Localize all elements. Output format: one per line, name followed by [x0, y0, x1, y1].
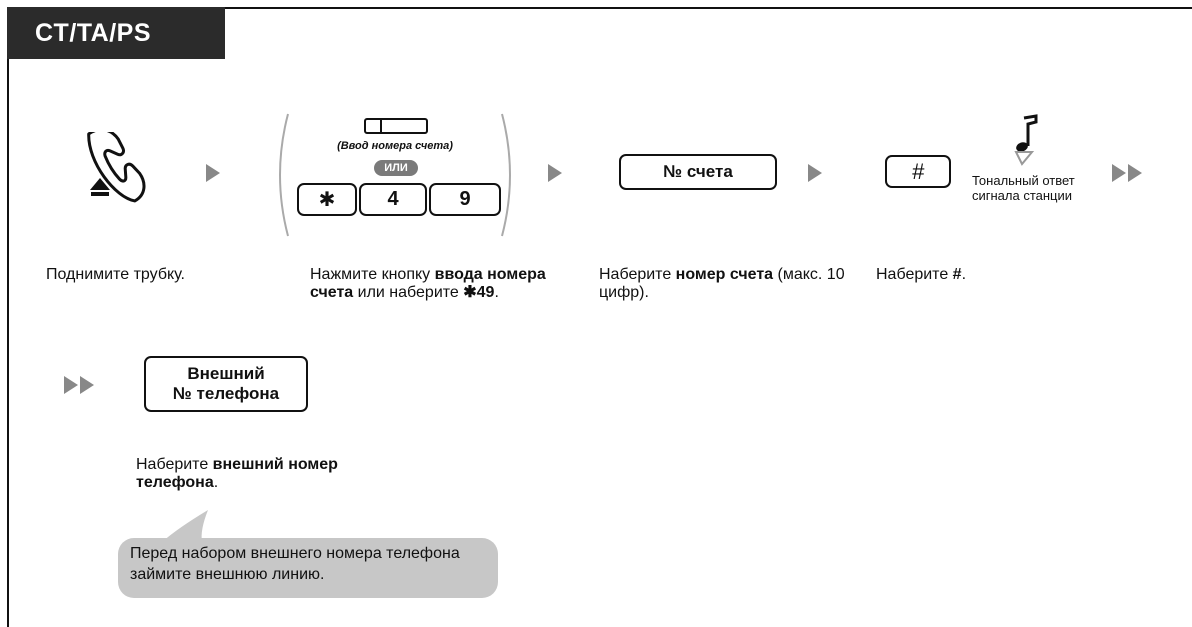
- step-double-arrow-2: [1128, 164, 1142, 182]
- step-arrow: [808, 164, 822, 182]
- diagram-frame: [7, 7, 1192, 627]
- digit-4-key: 4: [359, 183, 427, 216]
- tone-caption: Тональный ответ сигнала станции: [972, 173, 1075, 203]
- hash-key: #: [885, 155, 951, 188]
- star-key: ✱: [297, 183, 357, 216]
- account-code-caption: (Ввод номера счета): [337, 140, 453, 152]
- continue-double-arrow-1: [64, 376, 78, 394]
- note-bubble-tail: [162, 510, 208, 542]
- digit-9-key: 9: [429, 183, 501, 216]
- step-4-label: Наберите #.: [876, 266, 967, 283]
- device-type-tab: CT/TA/PS: [7, 7, 225, 59]
- or-badge: ИЛИ: [374, 160, 418, 176]
- confirmation-tone-icon: [1014, 114, 1038, 166]
- option-group-brackets: [279, 113, 511, 237]
- external-number-key: Внешний № телефона: [144, 356, 308, 412]
- step-1-label: Поднимите трубку.: [46, 266, 185, 283]
- step-3-label: Наберите номер счета (макс. 10 цифр).: [599, 266, 845, 301]
- external-number-key-line-1: Внешний: [187, 364, 265, 383]
- handset-off-hook-icon: [87, 132, 146, 203]
- step-arrow: [548, 164, 562, 182]
- step-double-arrow-1: [1112, 164, 1126, 182]
- external-number-key-line-2: № телефона: [172, 384, 280, 403]
- note-bubble: Перед набором внешнего номера телефона з…: [118, 538, 498, 598]
- step-arrow: [206, 164, 220, 182]
- account-code-button-icon: [364, 118, 428, 134]
- step-2-label: Нажмите кнопку ввода номера счета или на…: [310, 266, 546, 301]
- continue-double-arrow-2: [80, 376, 94, 394]
- account-code-input-key: № счета: [619, 154, 777, 190]
- step-5-label: Наберите внешний номер телефона.: [136, 456, 338, 491]
